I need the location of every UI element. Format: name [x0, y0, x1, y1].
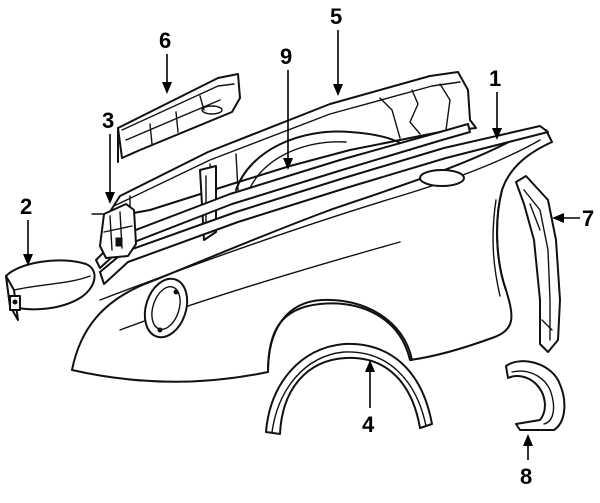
callout-3: 3: [102, 108, 114, 133]
callout-8: 8: [520, 464, 532, 489]
callout-6: 6: [159, 28, 171, 53]
part-7-rear-trim: [515, 175, 561, 353]
callout-2: 2: [20, 194, 32, 219]
part-4-arch-molding: [265, 342, 433, 435]
callout-5: 5: [330, 4, 342, 29]
part-3-hinge-bracket: [91, 203, 137, 259]
callout-1: 1: [489, 66, 501, 91]
leader-lines: [23, 30, 580, 460]
callout-7: 7: [582, 206, 594, 231]
callout-9: 9: [280, 44, 292, 69]
part-8-lower-cap: [505, 360, 566, 431]
part-2-front-cap: [5, 259, 96, 321]
part-6-upper-bracket: [117, 73, 241, 163]
headlamp-opening: [143, 277, 189, 339]
callout-labels: 1 2 3 4 5 6 7 8 9: [20, 4, 594, 489]
callout-4: 4: [362, 412, 375, 437]
part-1-front-fender: [71, 125, 553, 383]
